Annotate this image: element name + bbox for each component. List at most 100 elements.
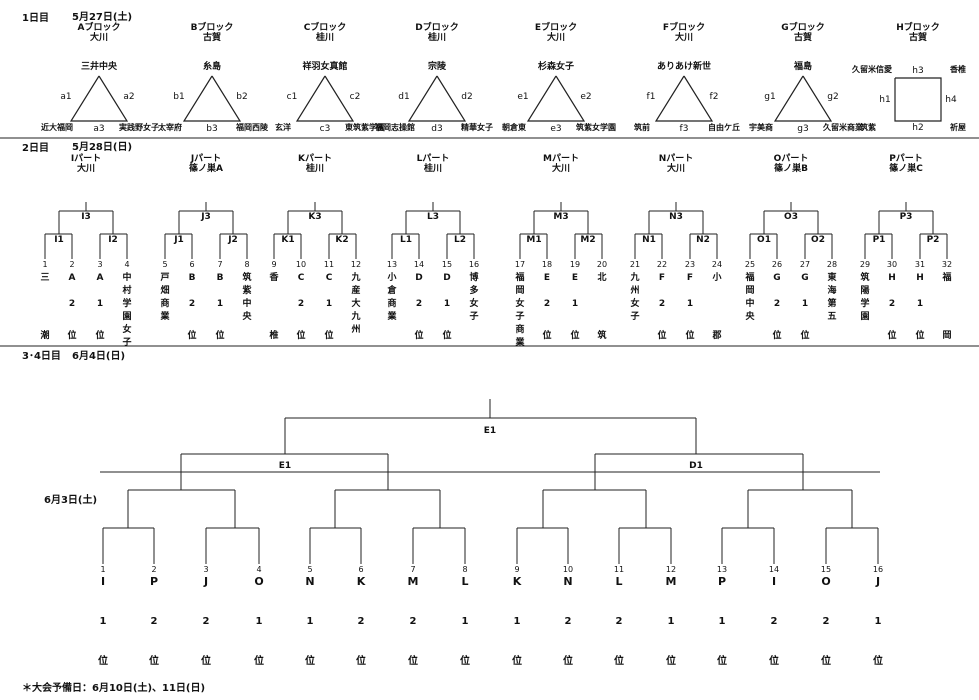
slot-number: 12 bbox=[665, 565, 677, 574]
slot-rank-suffix: 位 bbox=[305, 656, 315, 667]
slot-number: 9 bbox=[271, 260, 277, 269]
edge-label-left: h1 bbox=[879, 95, 891, 105]
day34-date: 6月4日(日) bbox=[72, 351, 126, 362]
block-team-bottom-right: 祈屋 bbox=[950, 123, 966, 132]
slot-number: 32 bbox=[941, 260, 953, 269]
part-venue: 篠ノ巣C bbox=[889, 164, 923, 174]
match-label-semi: K1 bbox=[281, 235, 295, 245]
slot-rank: 2 bbox=[658, 299, 666, 309]
slot-bottom-char: 筑 bbox=[597, 331, 607, 341]
slot-source-part: M bbox=[407, 575, 419, 588]
slot-number: 13 bbox=[386, 260, 398, 269]
slot-source-rank: 1 bbox=[99, 616, 107, 627]
edge-label-bottom: a3 bbox=[93, 124, 105, 134]
part-name: Kパート bbox=[298, 154, 332, 164]
block-name: Gブロック bbox=[781, 23, 825, 33]
part-name: Pパート bbox=[889, 154, 923, 164]
block-name: Cブロック bbox=[303, 23, 347, 33]
part-venue: 大川 bbox=[666, 164, 686, 174]
block-team-top: 杉森女子 bbox=[537, 62, 575, 72]
slot-rank-suffix: 位 bbox=[254, 656, 264, 667]
block-venue: 古賀 bbox=[202, 33, 222, 43]
slot-bottom-char: 位 bbox=[187, 331, 197, 341]
block-name: Fブロック bbox=[662, 23, 706, 33]
slot-bottom-char: 位 bbox=[570, 331, 580, 341]
match-label-semi: K2 bbox=[335, 235, 349, 245]
slot-source-part: J bbox=[875, 575, 881, 588]
slot-source-rank: 1 bbox=[306, 616, 314, 627]
slot-number: 8 bbox=[462, 565, 468, 574]
slot-source-part: O bbox=[254, 575, 264, 588]
day34-label: 3･4日目 bbox=[22, 351, 61, 362]
block-venue: 大川 bbox=[89, 33, 109, 43]
slot-rank: 1 bbox=[443, 299, 451, 309]
round-robin-triangle bbox=[69, 75, 129, 122]
slot-rank: 2 bbox=[297, 299, 305, 309]
slot-bottom-char: 椎 bbox=[269, 331, 279, 341]
round-robin-triangle bbox=[654, 75, 714, 122]
match-label-final: I3 bbox=[81, 212, 91, 222]
block-team-left: 福岡志操館 bbox=[375, 123, 415, 132]
edge-label-right: d2 bbox=[461, 92, 473, 102]
slot-number: 29 bbox=[859, 260, 871, 269]
slot-bottom-char: 位 bbox=[296, 331, 306, 341]
match-label-semi: N2 bbox=[696, 235, 710, 245]
edge-label-right: a2 bbox=[123, 92, 135, 102]
slot-team: 東海第五 bbox=[827, 273, 837, 322]
match-label-semi: M1 bbox=[526, 235, 542, 245]
slot-bottom-char: 郡 bbox=[712, 331, 722, 341]
match-label-semi: N1 bbox=[642, 235, 656, 245]
block-team-left: 筑前 bbox=[634, 123, 650, 132]
part-venue: 大川 bbox=[551, 164, 571, 174]
slot-team: 小 bbox=[712, 273, 722, 283]
slot-team: F bbox=[658, 273, 666, 283]
slot-number: 17 bbox=[514, 260, 526, 269]
round-robin-triangle bbox=[407, 75, 467, 122]
slot-rank: 1 bbox=[686, 299, 694, 309]
slot-bottom-char: 位 bbox=[442, 331, 452, 341]
slot-number: 21 bbox=[629, 260, 641, 269]
slot-number: 22 bbox=[656, 260, 668, 269]
slot-bottom-char: 位 bbox=[95, 331, 105, 341]
block-team-left: 玄洋 bbox=[275, 123, 291, 132]
day2-date: 5月28日(日) bbox=[72, 142, 133, 153]
slot-rank-suffix: 位 bbox=[666, 656, 676, 667]
match-label-final: P3 bbox=[899, 212, 913, 222]
slot-rank-suffix: 位 bbox=[769, 656, 779, 667]
slot-number: 7 bbox=[217, 260, 223, 269]
block-team-left: 宇美商 bbox=[749, 123, 773, 132]
slot-team: 福岡女子商業 bbox=[515, 273, 525, 348]
edge-label-bottom: h2 bbox=[912, 123, 924, 133]
part-venue: 桂川 bbox=[423, 164, 443, 174]
block-team-right: 筑紫女学園 bbox=[576, 123, 616, 132]
block-team-top: ありあけ新世 bbox=[656, 62, 712, 72]
slot-source-part: O bbox=[821, 575, 831, 588]
slot-bottom-char: 位 bbox=[800, 331, 810, 341]
slot-number: 19 bbox=[569, 260, 581, 269]
edge-label-left: a1 bbox=[60, 92, 72, 102]
round-robin-square bbox=[894, 77, 942, 122]
slot-team: 福岡中央 bbox=[745, 273, 755, 322]
slot-bottom-char: 潮 bbox=[40, 331, 50, 341]
edge-label-right: g2 bbox=[827, 92, 839, 102]
slot-rank: 1 bbox=[571, 299, 579, 309]
slot-team: 香 bbox=[269, 273, 279, 283]
slot-team: B bbox=[216, 273, 224, 283]
slot-source-part: N bbox=[563, 575, 573, 588]
slot-bottom-char: 位 bbox=[772, 331, 782, 341]
slot-team: H bbox=[888, 273, 896, 283]
day3-date: 6月3日(土) bbox=[44, 495, 98, 506]
slot-bottom-char: 位 bbox=[915, 331, 925, 341]
match-label-final: E1 bbox=[483, 426, 497, 436]
match-label-semi: I2 bbox=[108, 235, 118, 245]
slot-team: 小倉商業 bbox=[387, 273, 397, 322]
slot-bottom-char: 位 bbox=[657, 331, 667, 341]
slot-bottom-char: 位 bbox=[542, 331, 552, 341]
slot-rank-suffix: 位 bbox=[149, 656, 159, 667]
slot-source-part: P bbox=[717, 575, 727, 588]
slot-rank-suffix: 位 bbox=[98, 656, 108, 667]
slot-source-part: K bbox=[356, 575, 366, 588]
match-label-final: L3 bbox=[427, 212, 439, 222]
slot-team: E bbox=[571, 273, 579, 283]
